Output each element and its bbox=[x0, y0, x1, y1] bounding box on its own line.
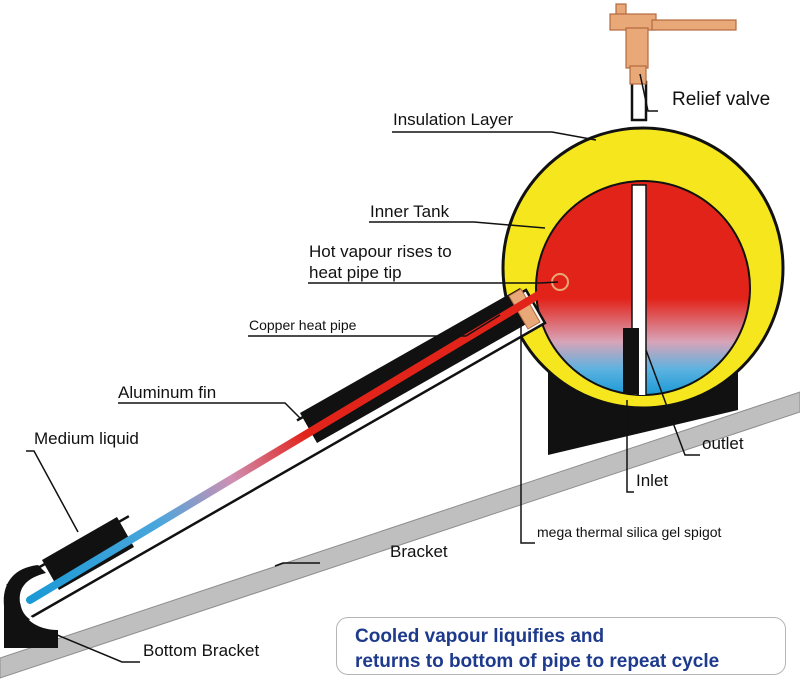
outlet-label: outlet bbox=[702, 434, 744, 453]
inlet-pipe bbox=[623, 328, 639, 395]
bracket-label: Bracket bbox=[390, 542, 448, 561]
leader-lines bbox=[26, 73, 700, 663]
bottom-bracket-label: Bottom Bracket bbox=[143, 641, 260, 660]
hot-vapour-label-line2: heat pipe tip bbox=[309, 263, 402, 282]
insulation-layer-label: Insulation Layer bbox=[393, 110, 514, 129]
inner-tank-label: Inner Tank bbox=[370, 202, 450, 221]
copper-heat-pipe bbox=[26, 278, 564, 604]
cycle-note-line2: returns to bottom of pipe to repeat cycl… bbox=[355, 651, 720, 672]
cycle-note-line1: Cooled vapour liquifies and bbox=[355, 626, 605, 647]
cycle-note-box: Cooled vapour liquifies and returns to b… bbox=[336, 617, 786, 675]
evacuated-tube bbox=[6, 273, 569, 621]
spigot-label: mega thermal silica gel spigot bbox=[537, 524, 722, 540]
aluminum-fin-label: Aluminum fin bbox=[118, 383, 217, 402]
relief-valve-icon bbox=[609, 3, 737, 122]
inlet-label: Inlet bbox=[636, 471, 669, 490]
bottom-bracket bbox=[3, 565, 58, 648]
bracket bbox=[0, 391, 800, 679]
medium-liquid-label: Medium liquid bbox=[34, 429, 139, 448]
copper-heat-pipe-label: Copper heat pipe bbox=[249, 317, 357, 333]
relief-valve-label: Relief valve bbox=[672, 89, 771, 110]
hot-vapour-label-line1: Hot vapour rises to bbox=[309, 242, 452, 261]
